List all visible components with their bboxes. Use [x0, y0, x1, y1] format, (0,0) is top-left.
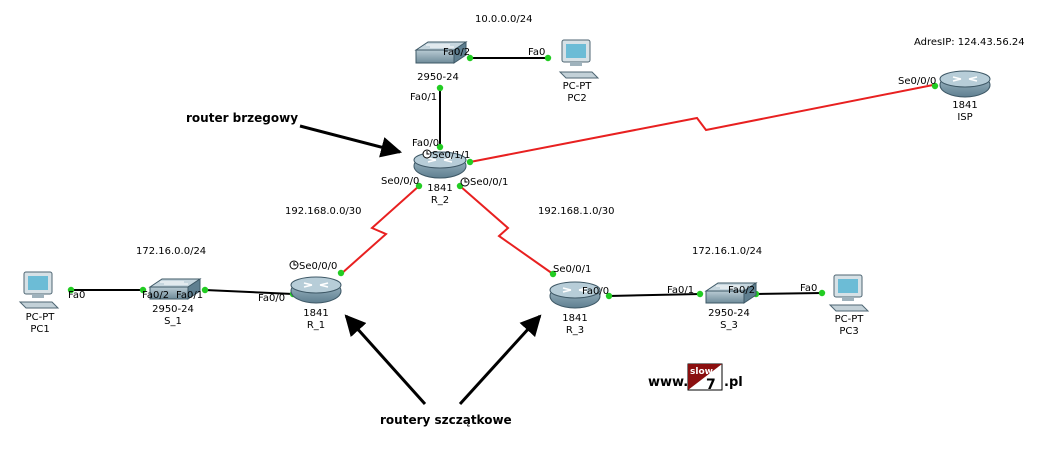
links — [71, 57, 934, 297]
network-label-pc2: 10.0.0.0/24 — [475, 14, 532, 25]
router-r2[interactable]: 1841 R_2 — [413, 151, 467, 206]
link-s3-pc3[interactable] — [755, 292, 823, 295]
link-light — [818, 289, 826, 297]
slow7-logo: slow 7 — [687, 363, 723, 393]
border-router-label: router brzegowy — [186, 111, 298, 125]
pc2-name: PC2 — [567, 93, 586, 104]
port-label: Fa0/0 — [412, 138, 439, 149]
watermark-prefix: www. — [648, 375, 688, 390]
router-r3-name: R_3 — [566, 325, 584, 336]
link-light — [436, 84, 444, 92]
link-light — [337, 269, 345, 277]
network-label-r1-r2: 192.168.0.0/30 — [285, 206, 362, 217]
link-light — [415, 182, 423, 190]
stub-routers-label: routery szczątkowe — [380, 413, 512, 427]
pc1-name: PC1 — [30, 324, 49, 335]
network-labels: 10.0.0.0/24 192.168.0.0/30 192.168.1.0/3… — [136, 14, 1025, 257]
network-label-pc1: 172.16.0.0/24 — [136, 246, 206, 257]
logo-text: slow — [690, 367, 713, 377]
port-label: Fa0/0 — [582, 286, 609, 297]
port-label: Fa0/0 — [258, 293, 285, 304]
link-light — [139, 286, 147, 294]
port-label: Se0/0/1 — [470, 177, 508, 188]
link-light — [605, 292, 613, 300]
router-r1[interactable]: 1841 R_1 — [290, 276, 342, 331]
pc1[interactable]: PC-PT PC1 — [18, 271, 60, 335]
clock-icons — [289, 149, 470, 270]
port-labels: Fa0/2 Fa0 Fa0/1 Fa0/0 Se0/1/1 Se0/0/0 Se… — [68, 47, 936, 304]
isp-address-label: AdresIP: 124.43.56.24 — [914, 37, 1025, 48]
switch-s3[interactable]: 2950-24 S_3 — [704, 282, 758, 331]
switch-top-model: 2950-24 — [417, 72, 459, 83]
network-label-r2-r3: 192.168.1.0/30 — [538, 206, 615, 217]
link-light — [201, 286, 209, 294]
clock-icon — [422, 149, 432, 159]
link-light — [466, 158, 474, 166]
watermark: www. slow 7 .pl — [648, 363, 743, 393]
router-isp[interactable]: 1841 ISP — [939, 70, 991, 123]
link-r2-r1-serial[interactable] — [340, 185, 420, 275]
port-label: Se0/1/1 — [432, 150, 470, 161]
port-label: Fa0/2 — [728, 285, 755, 296]
link-light — [67, 286, 75, 294]
link-light — [696, 290, 704, 298]
router-r3[interactable]: 1841 R_3 — [549, 281, 601, 336]
link-r2-r3-serial[interactable] — [459, 185, 554, 275]
network-label-pc3: 172.16.1.0/24 — [692, 246, 762, 257]
switch-s1[interactable]: 2950-24 S_1 — [148, 278, 202, 327]
router-r2-name: R_2 — [431, 195, 449, 206]
pc1-model: PC-PT — [26, 312, 56, 323]
router-isp-name: ISP — [957, 112, 972, 123]
router-r1-name: R_1 — [307, 320, 325, 331]
annotations: router brzegowy routery szczątkowe — [186, 111, 542, 427]
switch-top[interactable]: 2950-24 — [414, 41, 468, 83]
link-light — [436, 143, 444, 151]
port-label: Se0/0/0 — [381, 176, 419, 187]
arrow-stub-router-r3 — [458, 314, 542, 406]
pc3-model: PC-PT — [835, 314, 865, 325]
port-label: Fa0/1 — [667, 285, 694, 296]
port-label: Fa0 — [800, 283, 817, 294]
switch-s1-name: S_1 — [164, 316, 182, 327]
arrow-stub-router-r1 — [344, 314, 427, 406]
port-label: Fa0 — [528, 47, 545, 58]
router-r2-model: 1841 — [427, 183, 452, 194]
router-r3-model: 1841 — [562, 313, 587, 324]
clock-icon — [289, 260, 299, 270]
arrow-border-router — [299, 124, 403, 158]
port-label: Fa0/2 — [142, 290, 169, 301]
pc3[interactable]: PC-PT PC3 — [828, 274, 870, 337]
pc2-model: PC-PT — [563, 81, 593, 92]
port-label: Se0/0/0 — [898, 76, 936, 87]
port-label: Se0/0/0 — [299, 261, 337, 272]
router-isp-model: 1841 — [952, 100, 977, 111]
clock-icon — [460, 177, 470, 187]
link-s1-r1[interactable] — [204, 289, 294, 295]
link-r3-s3[interactable] — [608, 293, 701, 297]
logo-digit: 7 — [706, 377, 716, 393]
port-label: Fa0/1 — [176, 290, 203, 301]
switch-s3-name: S_3 — [720, 320, 738, 331]
link-lights — [67, 54, 939, 300]
port-label: Se0/0/1 — [553, 264, 591, 275]
link-light — [466, 54, 474, 62]
router-r1-model: 1841 — [303, 308, 328, 319]
link-light — [931, 82, 939, 90]
switch-s3-model: 2950-24 — [708, 308, 750, 319]
port-label: Fa0/2 — [443, 47, 470, 58]
pc2[interactable]: PC-PT PC2 — [558, 39, 600, 104]
link-light — [549, 270, 557, 278]
watermark-suffix: .pl — [724, 375, 743, 390]
link-r2-isp-serial[interactable] — [469, 84, 934, 163]
pc3-name: PC3 — [839, 326, 858, 337]
link-light — [544, 54, 552, 62]
port-label: Fa0/1 — [410, 92, 437, 103]
port-label: Fa0 — [68, 290, 85, 301]
switch-s1-model: 2950-24 — [152, 304, 194, 315]
